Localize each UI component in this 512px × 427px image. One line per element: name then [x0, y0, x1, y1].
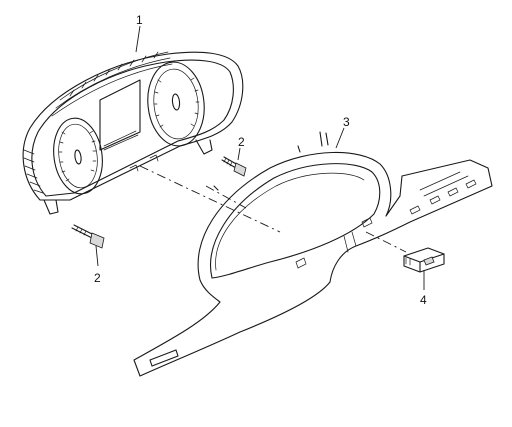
callout-label-4: 4 — [420, 293, 427, 307]
callout-line-2-bottom — [95, 245, 99, 267]
callout-line-1 — [135, 25, 141, 53]
callout-line-3 — [335, 127, 345, 149]
callout-label-3: 3 — [343, 115, 350, 129]
right-gauge — [147, 61, 205, 147]
callout-label-1: 1 — [136, 13, 143, 27]
screw-bottom — [71, 224, 105, 249]
instrument-cover-trim — [133, 131, 493, 377]
assembly-line-screw — [205, 185, 247, 209]
assembly-line-switch — [365, 231, 407, 253]
callout-line-2-top — [237, 147, 241, 161]
assembly-line-cluster — [139, 165, 281, 233]
screw-top — [221, 156, 247, 177]
instrument-cluster — [22, 51, 244, 215]
left-gauge — [53, 117, 103, 195]
callout-label-2-bottom: 2 — [94, 271, 101, 285]
switch-unit — [403, 247, 445, 273]
callout-label-2-top: 2 — [238, 135, 245, 149]
